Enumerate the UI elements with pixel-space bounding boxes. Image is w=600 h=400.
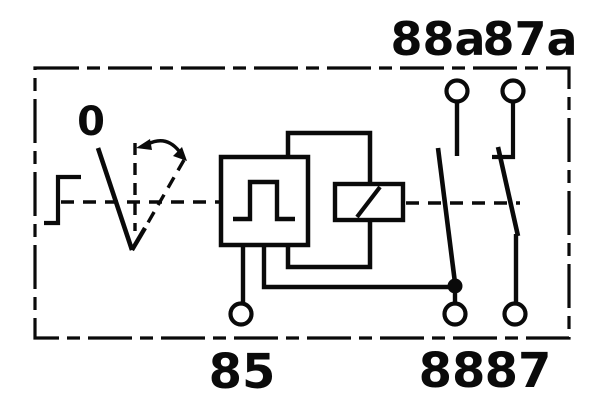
label-terminal-88: 88: [419, 343, 486, 399]
terminal-circle-88a: [444, 78, 470, 104]
fixed-contact-87a: [492, 101, 516, 160]
label-terminal-87: 87: [485, 343, 552, 399]
terminal-circle-87: [502, 301, 528, 327]
terminal-circle-87a: [500, 78, 526, 104]
terminal-circle-88: [442, 301, 468, 327]
pulse-waveform-icon: [233, 179, 295, 222]
contact-blade-87: [495, 146, 521, 237]
contact-87-87a: [492, 101, 521, 304]
position-switch: [95, 139, 187, 252]
switch-blade-tip: [130, 226, 147, 252]
pulse-generator-box: [218, 154, 311, 248]
step-input-icon: [44, 174, 81, 226]
label-switch-position: 0: [77, 99, 105, 145]
label-terminal-85: 85: [209, 344, 276, 400]
terminal-circle-85: [228, 301, 254, 327]
wire-to-junction: [261, 245, 452, 290]
switch-position-dashed-diagonal: [136, 159, 186, 241]
coil-diagonal: [355, 185, 382, 219]
wiring: [240, 245, 463, 304]
label-terminal-87a: 87a: [482, 12, 577, 66]
relay-enclosure-dashed-border: [33, 66, 571, 340]
label-terminal-88a: 88a: [390, 12, 485, 66]
junction-dot: [447, 278, 463, 294]
contact-blade-88: [435, 147, 458, 284]
relay-coil-icon: [332, 181, 406, 223]
switch-blade-solid: [95, 147, 135, 251]
double-arrow-arc-icon: [136, 139, 187, 161]
contact-88-88a: [435, 101, 460, 284]
